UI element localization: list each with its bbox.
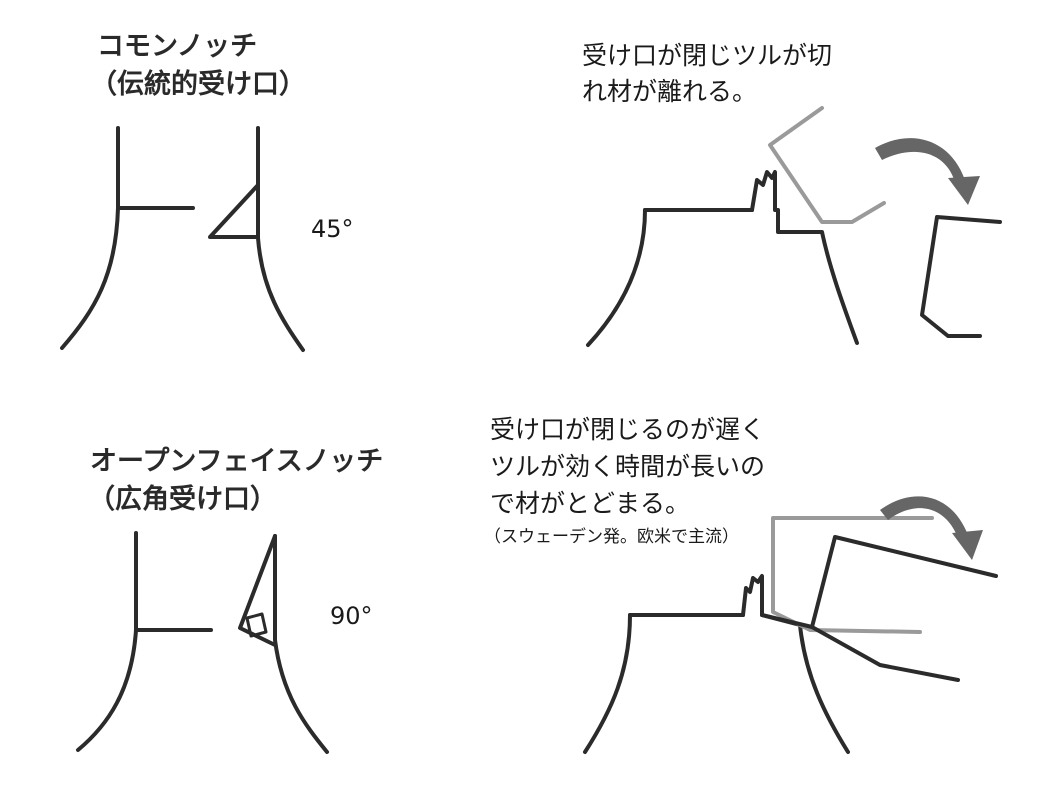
- common-result-caption-line1: 受け口が閉じツルが切: [582, 41, 833, 70]
- open-face-notch-subtitle: （広角受け口）: [88, 484, 277, 515]
- open-face-result-stump: [583, 574, 850, 754]
- open-face-result-caption-line2: ツルが効く時間が長いの: [490, 452, 766, 481]
- common-notch-title: コモンノッチ: [97, 31, 258, 62]
- open-face-result-caption-line1: 受け口が閉じるのが遅く: [490, 415, 766, 444]
- open-face-notch-stump: [76, 531, 329, 754]
- common-result-caption-line2: れ材が離れる。: [582, 77, 758, 106]
- open-face-result-falling-log: [760, 535, 998, 682]
- common-notch-stump: [60, 126, 305, 352]
- open-face-result-arrow: [880, 496, 983, 560]
- open-face-notch-title: オープンフェイスノッチ: [90, 446, 384, 477]
- common-result-falling-log-ghost: [768, 106, 886, 224]
- common-notch-subtitle: （伝統的受け口）: [90, 69, 306, 100]
- common-result-fallen-log: [920, 215, 1002, 338]
- open-face-result-falling-log-ghost: [771, 516, 934, 634]
- common-notch-angle: 45°: [311, 215, 354, 243]
- open-face-result-caption-line3: で材がとどまる。: [490, 489, 691, 518]
- open-face-result-note: （スウェーデン発。欧米で主流）: [484, 527, 739, 547]
- open-face-notch-angle: 90°: [330, 602, 373, 630]
- common-result-arrow: [875, 138, 980, 205]
- common-result-stump: [586, 170, 859, 347]
